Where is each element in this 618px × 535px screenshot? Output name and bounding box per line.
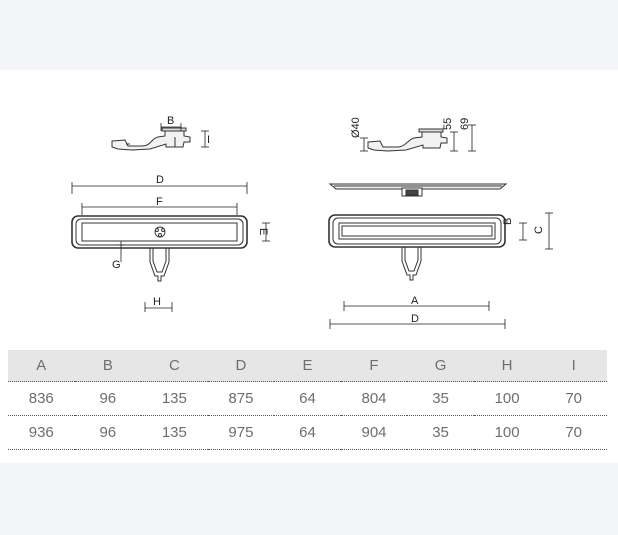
right-label-b: B [502, 218, 514, 225]
left-label-f: F [156, 196, 163, 208]
right-label-55: 55 [442, 118, 454, 130]
left-label-d: D [156, 174, 164, 186]
left-channel-top-view [71, 215, 248, 282]
table-cell: 96 [74, 415, 142, 450]
left-dim-e [262, 222, 270, 242]
table-cell: 35 [407, 415, 474, 450]
table-cell: 70 [540, 415, 607, 450]
table-cell: 135 [141, 415, 208, 450]
table-header-b: B [74, 350, 142, 382]
right-dim-c [545, 212, 553, 250]
right-dim-69 [468, 124, 476, 152]
table-header-c: C [141, 350, 208, 382]
right-front-profile [328, 183, 508, 197]
table-header-h: H [473, 350, 541, 382]
table-header-i: I [540, 350, 607, 382]
table-header-a: A [8, 350, 75, 382]
drain-logo-icon [154, 226, 166, 238]
right-side-profile [367, 128, 448, 152]
table-cell: 100 [473, 415, 541, 450]
left-label-b: B [167, 115, 174, 127]
right-label-69: 69 [459, 118, 471, 130]
left-side-profile [111, 127, 191, 151]
table-cell: 804 [340, 381, 408, 416]
table-cell: 70 [540, 381, 607, 416]
right-label-c: C [533, 226, 545, 234]
table-header-g: G [407, 350, 474, 382]
right-label-diameter: Ø40 [350, 117, 362, 138]
table-cell: 100 [473, 381, 541, 416]
left-label-h: H [153, 296, 161, 308]
table-cell: 904 [340, 415, 408, 450]
table-header-d: D [207, 350, 275, 382]
table-header-e: E [274, 350, 341, 382]
right-dim-55 [450, 131, 458, 152]
table-cell: 64 [274, 415, 341, 450]
table-cell: 875 [207, 381, 275, 416]
table-cell: 135 [141, 381, 208, 416]
dimensions-table: A B C D E F G H I 836 96 135 875 64 804 … [8, 350, 607, 450]
table-cell: 96 [74, 381, 142, 416]
table-cell: 64 [274, 381, 341, 416]
table-cell: 975 [207, 415, 275, 450]
right-dim-d [329, 319, 506, 329]
left-dim-h [144, 302, 173, 312]
left-label-g: G [112, 259, 121, 271]
left-dim-i [201, 130, 209, 148]
right-channel-top-view [328, 214, 506, 281]
right-dim-diameter [360, 137, 368, 152]
table-header-row: A B C D E F G H I [8, 350, 607, 382]
left-label-i: I [207, 134, 210, 146]
left-dim-f [81, 203, 238, 215]
right-label-a: A [411, 295, 419, 307]
right-label-d: D [411, 313, 419, 325]
left-label-e: E [257, 228, 269, 235]
left-dim-g [117, 241, 125, 262]
table-row: 836 96 135 875 64 804 35 100 70 [8, 381, 607, 416]
table-cell: 936 [8, 415, 75, 450]
right-dim-a [343, 301, 490, 311]
table-cell: 836 [8, 381, 75, 416]
technical-drawing: B I D F E [71, 115, 553, 329]
table-header-f: F [340, 350, 408, 382]
table-row: 936 96 135 975 64 904 35 100 70 [8, 415, 607, 450]
left-dim-b [160, 123, 182, 131]
right-dim-b [519, 222, 527, 241]
left-dim-d [71, 182, 248, 194]
table-cell: 35 [407, 381, 474, 416]
